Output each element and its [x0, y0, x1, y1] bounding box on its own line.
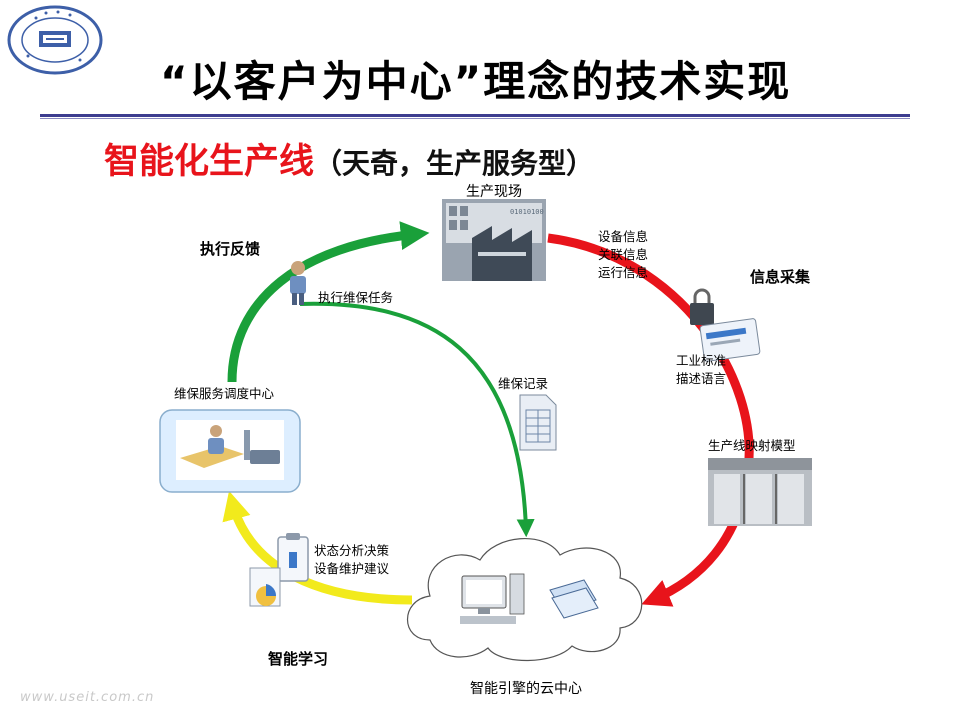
analysis-item: 设备维护建议 — [314, 561, 390, 576]
industry-standard-item: 描述语言 — [676, 371, 727, 386]
worker-icon — [290, 261, 306, 305]
analysis-item: 状态分析决策 — [314, 543, 390, 558]
svg-text:01010100: 01010100 — [510, 208, 544, 216]
section-heading: 智能化生产线（天奇，生产服务型） — [104, 133, 594, 184]
lock-icon — [690, 288, 714, 325]
device-info-item: 运行信息 — [598, 265, 649, 280]
industry-standard-item: 工业标准 — [676, 353, 727, 368]
page-title: “以客户为中心”理念的技术实现 — [160, 57, 792, 106]
industry-standard-list: 工业标准 描述语言 — [676, 352, 726, 388]
collection-stage-label: 信息采集 — [750, 268, 811, 286]
dispatch-center-label: 维保服务调度中心 — [174, 386, 275, 401]
record-document-icon — [519, 394, 557, 451]
maintenance-record-label: 维保记录 — [498, 376, 549, 391]
section-heading-note: （天奇，生产服务型） — [314, 147, 595, 180]
university-logo — [6, 4, 104, 76]
maintenance-record-arrow — [299, 301, 535, 538]
title-divider — [40, 114, 910, 117]
device-info-list: 设备信息 关联信息 运行信息 — [598, 228, 648, 282]
dispatch-center-box — [159, 409, 301, 493]
factory-icon: 01010100 — [442, 199, 546, 281]
report-chart-icon — [249, 567, 281, 607]
server-rack-icon — [708, 458, 812, 526]
cloud-center-label: 智能引擎的云中心 — [470, 681, 582, 697]
feedback-arrow — [227, 221, 430, 383]
title-divider-thin — [40, 118, 910, 119]
maintenance-task-label: 执行维保任务 — [318, 290, 394, 305]
footer-watermark: www.useit.com.cn — [20, 690, 155, 705]
clipboard-icon — [277, 533, 309, 582]
feedback-stage-label: 执行反馈 — [200, 240, 261, 258]
analysis-list: 状态分析决策 设备维护建议 — [314, 542, 389, 578]
production-site-label: 生产现场 — [466, 184, 522, 200]
collection-arrow — [547, 233, 754, 607]
cloud-shape — [407, 537, 643, 662]
learning-stage-label: 智能学习 — [268, 650, 329, 668]
standard-document-icon — [699, 318, 761, 362]
section-heading-main: 智能化生产线 — [104, 142, 315, 182]
device-info-item: 设备信息 — [598, 229, 649, 244]
mapping-model-label: 生产线映射模型 — [708, 438, 796, 453]
device-info-item: 关联信息 — [598, 247, 649, 262]
